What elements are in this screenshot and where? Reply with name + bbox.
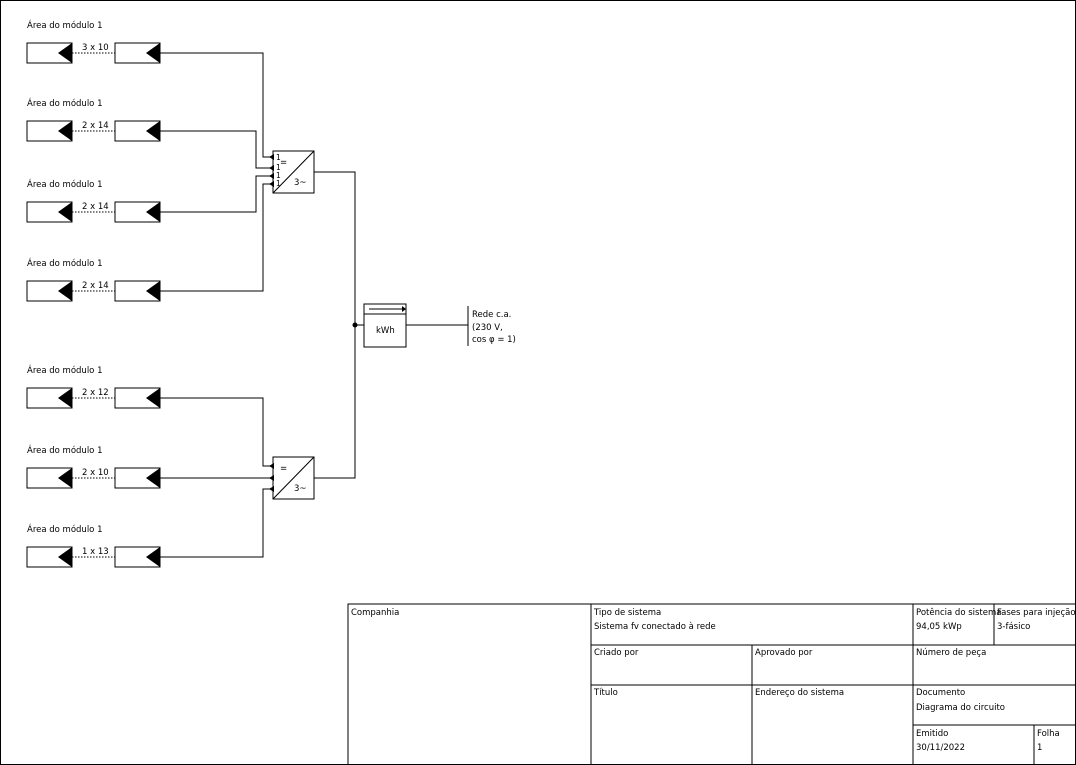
- phases-label: Fases para injeção: [997, 608, 1076, 618]
- module-diode-symbol: [58, 547, 72, 567]
- inverter-1-dc-symbol: =: [280, 158, 287, 168]
- inverter-2-wiring: [160, 397, 274, 558]
- created-by-label: Criado por: [594, 648, 639, 658]
- energy-meter: kWh: [363, 303, 407, 348]
- module-area-label: Área do módulo 1: [27, 19, 103, 31]
- issued-label: Emitido: [916, 729, 948, 739]
- pv-string: Área do módulo 1 2 x 10: [26, 444, 161, 489]
- pv-string: Área do módulo 1 1 x 13: [26, 523, 161, 568]
- part-number-label: Número de peça: [916, 648, 986, 658]
- svg-text:1: 1: [276, 153, 281, 162]
- company-label: Companhia: [351, 608, 399, 618]
- issued-value: 30/11/2022: [916, 743, 965, 753]
- sheet-label: Folha: [1037, 729, 1060, 739]
- module-diode-symbol: [58, 202, 72, 222]
- string-config-label: 1 x 13: [82, 547, 109, 557]
- module-diode-symbol: [58, 281, 72, 301]
- module-diode-symbol: [146, 43, 160, 63]
- module-area-label: Área do módulo 1: [27, 364, 103, 376]
- module-diode-symbol: [146, 281, 160, 301]
- grid-connection: Rede c.a. (230 V, cos φ = 1): [406, 306, 516, 346]
- module-area-label: Área do módulo 1: [27, 97, 103, 109]
- ac-bus: [314, 171, 364, 479]
- string-config-label: 2 x 14: [82, 121, 109, 131]
- string-config-label: 2 x 14: [82, 202, 109, 212]
- system-type-label: Tipo de sistema: [593, 608, 661, 618]
- inverter-2: = 3~: [269, 456, 315, 500]
- module-area-label: Área do módulo 1: [27, 178, 103, 190]
- string-config-label: 2 x 12: [82, 388, 109, 398]
- module-diode-symbol: [58, 121, 72, 141]
- approved-by-label: Aprovado por: [755, 648, 813, 658]
- svg-text:1: 1: [276, 163, 281, 172]
- inverter-1-ac-symbol: 3~: [294, 178, 307, 188]
- system-type-value: Sistema fv conectado à rede: [594, 622, 716, 632]
- meter-label: kWh: [376, 326, 395, 336]
- module-area-label: Área do módulo 1: [27, 444, 103, 456]
- module-diode-symbol: [146, 468, 160, 488]
- title-block: Companhia Tipo de sistema Sistema fv con…: [347, 603, 1076, 765]
- module-diode-symbol: [146, 388, 160, 408]
- pv-string: Área do módulo 1 3 x 10: [26, 19, 161, 64]
- module-diode-symbol: [58, 43, 72, 63]
- module-area-label: Área do módulo 1: [27, 523, 103, 535]
- svg-text:1: 1: [276, 179, 281, 188]
- grid-label-1: Rede c.a.: [472, 310, 511, 320]
- module-diode-symbol: [146, 202, 160, 222]
- system-address-label: Endereço do sistema: [755, 688, 844, 698]
- grid-label-3: cos φ = 1): [472, 335, 516, 345]
- module-diode-symbol: [58, 388, 72, 408]
- sheet-value: 1: [1037, 743, 1042, 753]
- module-diode-symbol: [58, 468, 72, 488]
- inverter-2-dc-symbol: =: [280, 464, 287, 474]
- module-diode-symbol: [146, 121, 160, 141]
- phases-value: 3-fásico: [997, 622, 1030, 632]
- inverter-2-ac-symbol: 3~: [294, 484, 307, 494]
- document-label: Documento: [916, 688, 965, 698]
- string-config-label: 3 x 10: [82, 43, 109, 53]
- string-config-label: 2 x 10: [82, 468, 109, 478]
- module-diode-symbol: [146, 547, 160, 567]
- svg-text:1: 1: [276, 171, 281, 180]
- system-power-label: Potência do sistema: [916, 607, 1002, 618]
- string-config-label: 2 x 14: [82, 281, 109, 291]
- module-area-label: Área do módulo 1: [27, 257, 103, 269]
- document-value: Diagrama do circuito: [916, 703, 1005, 713]
- title-label: Título: [593, 688, 618, 698]
- pv-string: Área do módulo 1 2 x 14: [26, 257, 161, 302]
- pv-string: Área do módulo 1 2 x 14: [26, 97, 161, 142]
- pv-strings: Área do módulo 1 3 x 10 Área do módulo 1 2 …: [26, 19, 161, 568]
- inverter-1: = 3~ 1 1 1 1: [269, 150, 315, 194]
- pv-string: Área do módulo 1 2 x 12: [26, 364, 161, 409]
- grid-label-2: (230 V,: [472, 323, 503, 333]
- inverter-1-wiring: [160, 52, 274, 292]
- system-power-value: 94,05 kWp: [916, 622, 962, 632]
- pv-string: Área do módulo 1 2 x 14: [26, 178, 161, 223]
